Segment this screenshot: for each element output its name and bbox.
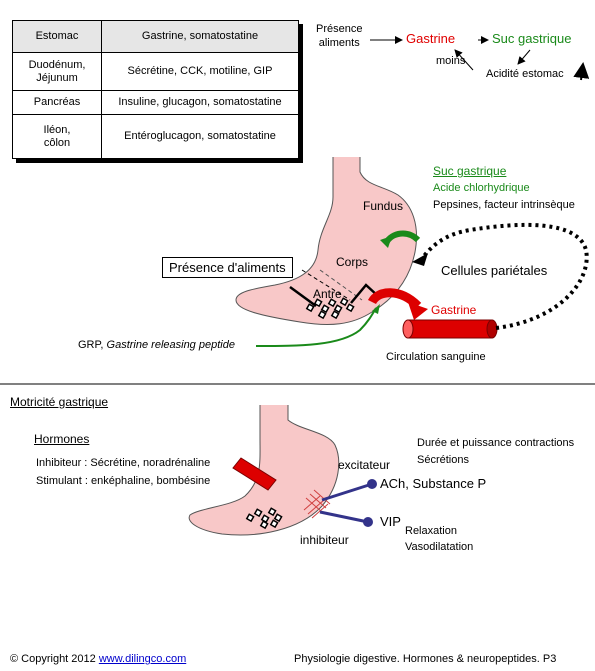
dotted-arrow-head bbox=[412, 253, 428, 266]
excitatory-terminal bbox=[367, 479, 377, 489]
stimulus-arrow-right bbox=[350, 283, 379, 304]
grp-arrow-head bbox=[372, 304, 380, 314]
motricite-title: Motricité gastrique bbox=[10, 395, 109, 409]
flow-acidite: Acidité estomac bbox=[486, 68, 564, 80]
table-cell-hormones: Gastrine, somatostatine bbox=[101, 20, 299, 53]
gastrine-label: Gastrine bbox=[431, 303, 477, 317]
g-cells-cluster-lower bbox=[245, 507, 283, 530]
antre-label: Antre bbox=[313, 287, 342, 301]
flow-suc: Suc gastrique bbox=[492, 31, 572, 46]
excitateur-label: excitateur bbox=[338, 458, 391, 472]
table-cell-hormones: Entéroglucagon, somatostatine bbox=[101, 114, 299, 159]
arrow-acidite-gastrine bbox=[454, 49, 474, 71]
flow-presence: Présence aliments bbox=[316, 22, 362, 50]
stimulant-hormones: Stimulant : enképhaline, bombésine bbox=[36, 475, 211, 487]
blood-vessel bbox=[402, 319, 498, 339]
secretions-label: Sécrétions bbox=[417, 454, 469, 466]
copyright-text: © Copyright 2012 bbox=[10, 653, 99, 665]
organ-line: côlon bbox=[43, 136, 71, 149]
ach-label: ACh, Substance P bbox=[380, 476, 487, 491]
inhibitory-nerve bbox=[319, 510, 369, 524]
g-cells-cluster bbox=[305, 297, 355, 320]
grp-label: GRP, Gastrine releasing peptide bbox=[78, 339, 235, 351]
cellules-label: Cellules pariétales bbox=[441, 263, 548, 278]
antre-divider bbox=[319, 269, 363, 301]
arrow-up-icon bbox=[573, 62, 590, 81]
acide-label: Acide chlorhydrique bbox=[433, 182, 530, 194]
hormones-title: Hormones bbox=[34, 432, 90, 446]
footer-title: Physiologie digestive. Hormones & neurop… bbox=[294, 653, 557, 665]
grp-nerve bbox=[255, 307, 377, 347]
flow-moins: moins bbox=[436, 55, 466, 67]
table-row: Estomac Gastrine, somatostatine bbox=[12, 20, 299, 53]
organ-line: Jéjunum bbox=[36, 71, 78, 84]
excitatory-nerve bbox=[321, 482, 373, 502]
stimulus-arrow-left bbox=[289, 285, 317, 308]
flow-gastrine: Gastrine bbox=[406, 31, 456, 46]
stomach-upper-shape bbox=[235, 157, 417, 326]
organ-line: Iléon, bbox=[43, 123, 71, 136]
circulation-label: Circulation sanguine bbox=[386, 351, 486, 363]
table-row: Iléon, côlon Entéroglucagon, somatostati… bbox=[12, 114, 299, 159]
footer-copyright: © Copyright 2012 www.dilingco.com bbox=[10, 653, 186, 665]
suc-title: Suc gastrique bbox=[433, 164, 507, 178]
lower-red-vessel bbox=[232, 457, 277, 491]
table-row: Duodénum, Jéjunum Sécrétine, CCK, motili… bbox=[12, 52, 299, 91]
table-cell-hormones: Sécrétine, CCK, motiline, GIP bbox=[101, 52, 299, 91]
duree-label: Durée et puissance contractions bbox=[417, 437, 575, 449]
red-arrow-head bbox=[408, 302, 428, 320]
presence-box: Présence d'aliments bbox=[162, 257, 293, 278]
grp-abbrev: GRP, bbox=[78, 339, 107, 351]
flow-presence-line: Présence bbox=[316, 23, 363, 35]
arrow-suc-acidite bbox=[517, 49, 531, 65]
organ-line: Duodénum, bbox=[28, 58, 86, 71]
table-cell-organ: Estomac bbox=[12, 20, 102, 53]
pepsines-label: Pepsines, facteur intrinsèque bbox=[433, 199, 575, 211]
vip-label: VIP bbox=[380, 514, 401, 529]
vasodilatation-label: Vasodilatation bbox=[405, 541, 474, 553]
inhibitory-terminal bbox=[363, 517, 373, 527]
table-row: Pancréas Insuline, glucagon, somatostati… bbox=[12, 90, 299, 115]
green-arrow-head bbox=[380, 236, 392, 248]
corps-label: Corps bbox=[336, 255, 369, 269]
fundus-label: Fundus bbox=[363, 199, 404, 213]
website-link[interactable]: www.dilingco.com bbox=[98, 653, 187, 665]
table-cell-organ: Iléon, côlon bbox=[12, 114, 102, 159]
relaxation-label: Relaxation bbox=[405, 525, 457, 537]
nerve-plexus bbox=[303, 489, 331, 519]
inhibiteur-hormones: Inhibiteur : Sécrétine, noradrénaline bbox=[36, 457, 211, 469]
table-cell-organ: Pancréas bbox=[12, 90, 102, 115]
inhibiteur-label: inhibiteur bbox=[300, 533, 349, 547]
hormone-table: Estomac Gastrine, somatostatine Duodénum… bbox=[12, 20, 299, 159]
table-cell-hormones: Insuline, glucagon, somatostatine bbox=[101, 90, 299, 115]
presence-pointer bbox=[301, 269, 351, 301]
red-curved-arrow bbox=[367, 288, 422, 310]
stomach-lower-shape bbox=[188, 405, 340, 536]
grp-full: Gastrine releasing peptide bbox=[106, 339, 235, 351]
flow-presence-line: aliments bbox=[318, 37, 360, 49]
